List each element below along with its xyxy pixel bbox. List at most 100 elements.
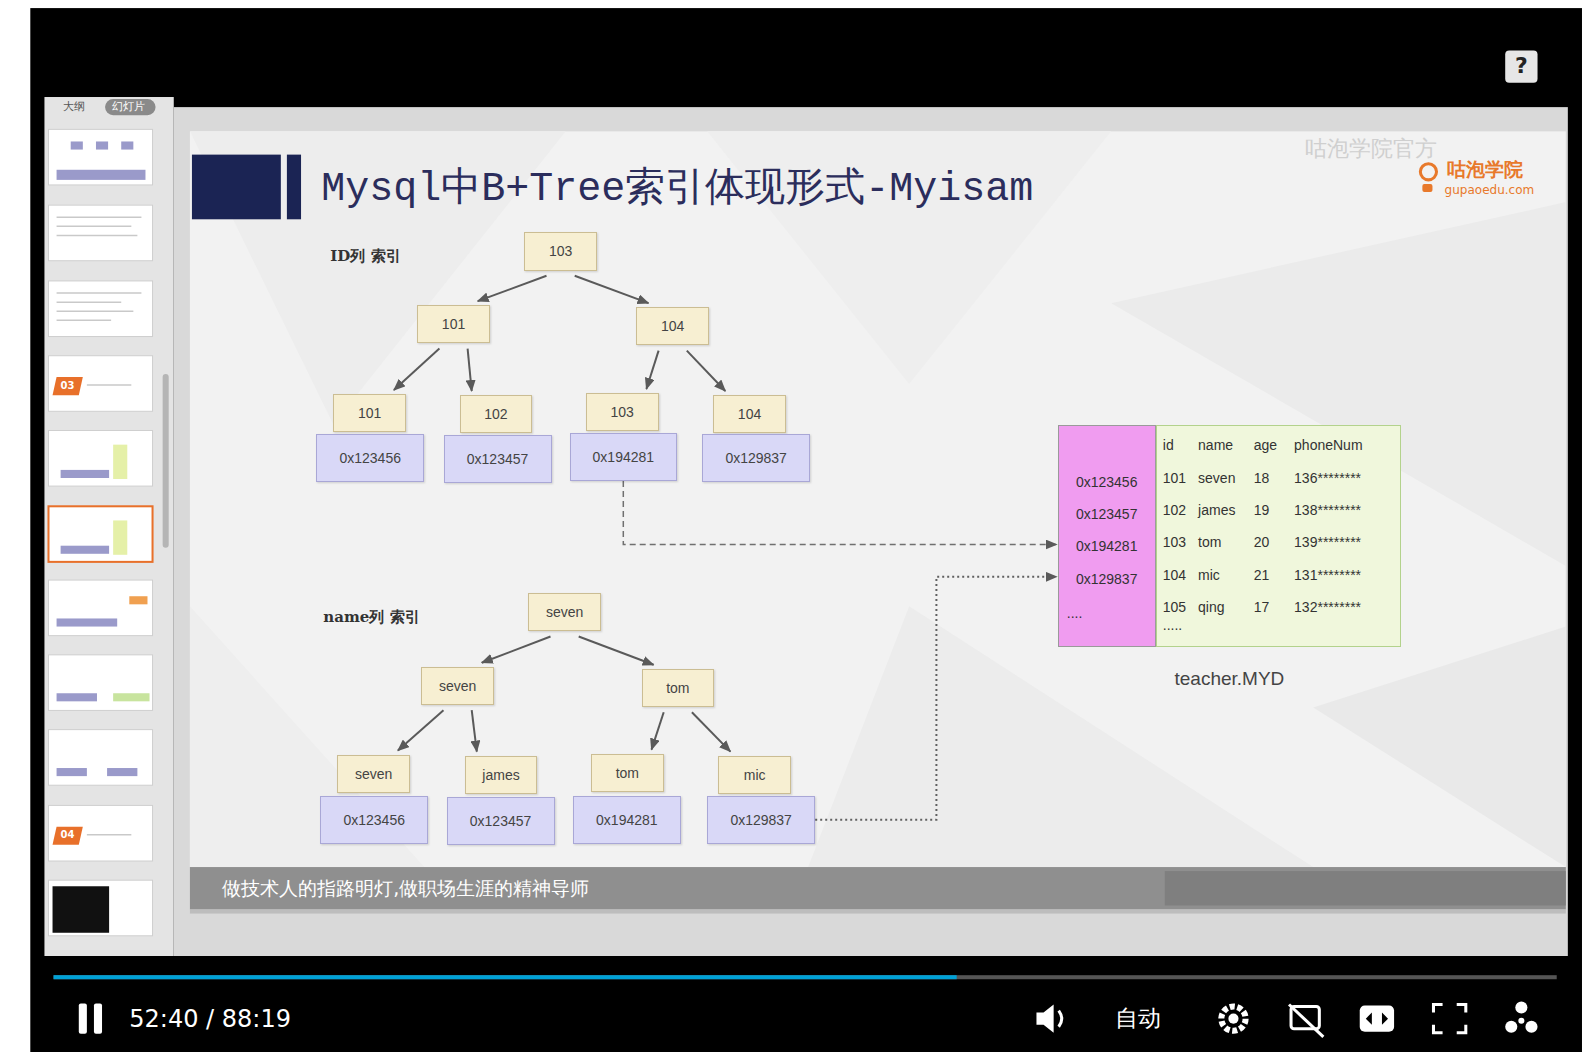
cell-text: 104 — [1163, 567, 1186, 583]
slide-workspace — [174, 107, 1568, 956]
logo-url: gupaoedu.com — [1445, 183, 1535, 197]
slide-title: Mysql中B+Tree索引体现形式-Myisam — [321, 168, 1033, 212]
pointer-box: 0x123457 — [447, 797, 555, 845]
node-text: 103 — [549, 243, 572, 259]
progress-bar — [54, 975, 957, 979]
slide-sidebar — [57, 301, 122, 303]
slide-workspace — [1313, 627, 1566, 868]
node-text: seven — [546, 604, 583, 620]
cell-text: 101 — [1163, 470, 1186, 486]
player-icons — [1228, 1014, 1238, 1024]
slide-sidebar — [48, 281, 152, 337]
logo-mark — [1420, 164, 1436, 192]
quality-label: 自动 — [1115, 1005, 1161, 1033]
time-display: 52:40 / 88:19 — [129, 1005, 291, 1034]
cell-text: 19 — [1254, 502, 1270, 518]
watermark: 咕泡学院官方 — [1305, 136, 1437, 162]
slide-sidebar — [121, 141, 133, 149]
player-icons — [1059, 1011, 1062, 1027]
cell-text: 0x123456 — [1059, 474, 1155, 490]
section-number: 03 — [61, 380, 75, 392]
node-text: mic — [744, 767, 766, 783]
slide-workspace — [190, 910, 1566, 914]
tree-arrow — [472, 710, 477, 751]
key-box: mic — [718, 756, 791, 794]
player-icons — [1505, 1021, 1517, 1033]
slide-sidebar — [44, 97, 173, 956]
tree-caption: ID列 索引 — [330, 247, 400, 265]
cell-text: mic — [1198, 567, 1220, 583]
cell-text: 138******** — [1294, 502, 1361, 518]
address-column: 0x1234560x1234570x1942810x129837.... — [1058, 425, 1156, 647]
logo-mark — [1422, 184, 1432, 192]
slide-sidebar — [48, 880, 152, 936]
title-bar-mark — [287, 155, 301, 220]
key-box: tom — [591, 754, 664, 792]
file-name: teacher.MYD — [1058, 668, 1402, 690]
pointer-box: 0x194281 — [573, 796, 681, 844]
slide-sidebar — [57, 217, 142, 834]
slide-sidebar — [57, 217, 142, 219]
node-text: 0x123457 — [467, 451, 529, 467]
node-text: 0x123456 — [343, 812, 405, 828]
key-box: seven — [337, 755, 410, 793]
cell-text: 0x129837 — [1059, 571, 1155, 587]
key-box: 103 — [586, 393, 659, 431]
slide-sidebar — [57, 310, 134, 312]
cell-text: 132******** — [1294, 599, 1361, 615]
tree-arrow — [478, 276, 547, 301]
slide-sidebar — [57, 292, 142, 294]
section-number: 04 — [61, 829, 75, 841]
key-box: seven — [528, 593, 601, 631]
cell-text: 105 — [1163, 599, 1186, 615]
slide-sidebar — [57, 235, 138, 237]
slide-sidebar — [107, 768, 137, 776]
node-text: 0x129837 — [730, 812, 792, 828]
slide-workspace — [190, 867, 1566, 909]
slide-sidebar — [113, 693, 149, 701]
player-icons — [94, 1003, 102, 1033]
slide-sidebar — [48, 580, 152, 636]
help-icon-frame — [1505, 51, 1537, 83]
slide-sidebar — [53, 886, 110, 932]
node-text: seven — [439, 678, 476, 694]
slide-sidebar — [129, 596, 147, 604]
node-text: 0x129837 — [725, 450, 787, 466]
slide-workspace — [1111, 202, 1566, 566]
slide-sidebar — [113, 445, 127, 555]
slide-sidebar — [48, 655, 152, 711]
pointer-box: 0x194281 — [570, 433, 677, 481]
pointer-box: 0x129837 — [707, 796, 815, 844]
slide-sidebar — [113, 693, 149, 701]
tab-label: 幻灯片 — [112, 100, 145, 113]
node-text: seven — [355, 766, 392, 782]
slide-sidebar — [87, 834, 131, 836]
cell-text: phoneNum — [1294, 437, 1363, 453]
key-box: 101 — [417, 305, 490, 343]
row-data-area: idnameagephoneNum101seven18136********10… — [1156, 425, 1402, 647]
node-text: 104 — [661, 318, 684, 334]
cell-text: tom — [1198, 534, 1221, 550]
node-text: tom — [666, 680, 689, 696]
cell-text: id — [1163, 437, 1174, 453]
slide-sidebar — [48, 356, 152, 412]
slide-sidebar — [48, 431, 152, 487]
node-text: 104 — [738, 406, 761, 422]
node-text: 101 — [358, 405, 381, 421]
pointer-arrow — [623, 481, 1056, 545]
node-text: 102 — [484, 406, 507, 422]
pointer-arrow — [815, 577, 1056, 820]
tree-arrow — [692, 712, 731, 751]
slide-sidebar — [163, 374, 169, 548]
slide-sidebar — [53, 377, 83, 395]
node-text: 0x194281 — [596, 812, 658, 828]
tree-arrow — [652, 712, 664, 749]
pointer-box: 0x123456 — [320, 796, 428, 844]
cell-text: seven — [1198, 470, 1235, 486]
player-icons — [1289, 1005, 1323, 1037]
slide-sidebar — [48, 805, 152, 861]
cell-text: .... — [1067, 605, 1083, 621]
slide-sidebar — [57, 618, 118, 626]
player-icons — [1036, 1005, 1053, 1033]
node-text: tom — [616, 765, 639, 781]
